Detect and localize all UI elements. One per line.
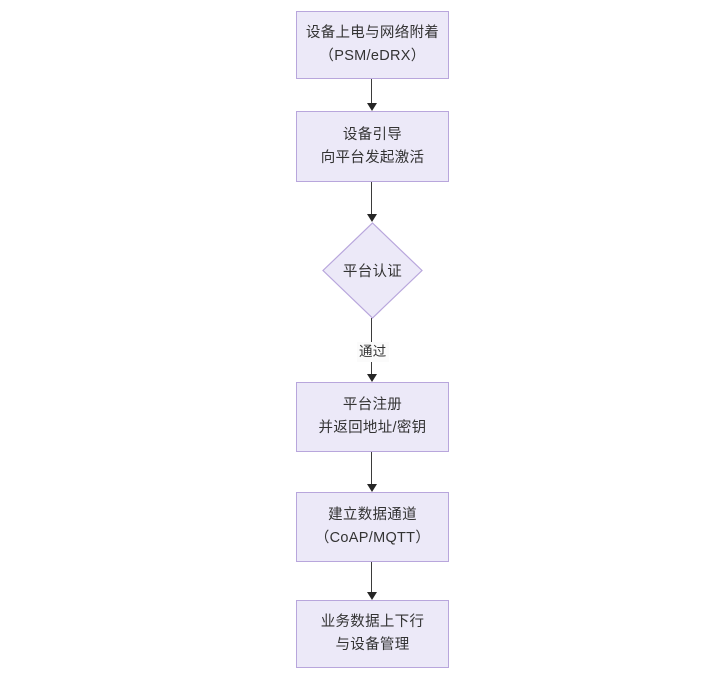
arrow-head-icon [366,103,377,111]
node-business-data[interactable]: 业务数据上下行 与设备管理 [296,600,449,668]
arrow-head-icon [366,214,377,222]
node-line-2: 向平台发起激活 [320,149,425,166]
edge-n5-n6 [366,562,377,601]
arrow-head-icon [366,484,377,492]
node-line-1: 平台注册 [342,397,403,413]
node-device-bootstrap[interactable]: 设备引导 向平台发起激活 [296,111,449,182]
node-line-1: 建立数据通道 [328,507,417,523]
diamond-shape [322,222,423,319]
edge-n2-n3 [366,182,377,223]
node-line-2: （CoAP/MQTT） [314,530,431,546]
edge-line [371,562,373,593]
node-line-2: 与设备管理 [335,637,410,653]
edge-label-pass: 通过 [357,342,389,362]
node-line-1: 业务数据上下行 [320,614,425,630]
node-line-1: 设备引导 [342,126,403,143]
node-platform-register[interactable]: 平台注册 并返回地址/密钥 [296,382,449,452]
node-data-channel[interactable]: 建立数据通道 （CoAP/MQTT） [296,492,449,562]
node-line-1: 平台认证 [342,264,403,280]
node-device-power-on[interactable]: 设备上电与网络附着 （PSM/eDRX） [296,11,449,79]
edge-line [371,182,373,215]
arrow-head-icon [366,592,377,600]
node-line-2: 并返回地址/密钥 [318,420,427,436]
edge-line [371,78,373,104]
node-line-1: 设备上电与网络附着 [305,25,440,41]
arrow-head-icon [366,374,377,382]
edge-line [371,452,373,485]
edge-n4-n5 [366,452,377,493]
node-platform-auth-decision[interactable]: 平台认证 [322,222,423,319]
edge-n1-n2 [366,78,377,112]
node-line-2: （PSM/eDRX） [319,48,426,64]
